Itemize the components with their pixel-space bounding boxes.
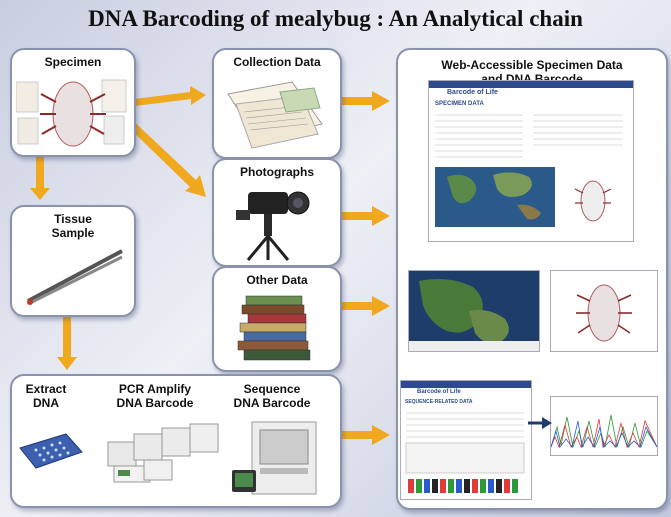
arrow-specimen-collection <box>134 86 206 106</box>
tissue-sample-label: Tissue Sample <box>51 212 95 240</box>
mealybug-detail-image <box>550 270 658 352</box>
sequence-page-header-bar <box>401 381 531 388</box>
collection-notebook-image <box>227 81 323 149</box>
pcr-amplify-label: PCR Amplify DNA Barcode <box>116 382 194 410</box>
specimen-page-content <box>435 114 623 227</box>
tissue-sample-box: Tissue Sample <box>10 205 136 317</box>
collection-data-box: Collection Data <box>212 48 342 159</box>
webpage-header-bar <box>429 81 633 88</box>
arrow-other-web <box>339 296 390 316</box>
sequence-data-webpage: Barcode of Life SEQUENCE-RELATED DATA <box>400 380 532 500</box>
other-data-label: Other Data <box>246 273 308 287</box>
map-detail-image <box>408 270 540 352</box>
mealybug-specimen-image <box>16 79 127 147</box>
sequencer-image <box>232 421 317 495</box>
collection-data-label: Collection Data <box>233 55 321 69</box>
webpage-site-name: Barcode of Life <box>447 89 498 96</box>
extract-dna-label: Extract DNA <box>25 382 67 410</box>
photographs-label: Photographs <box>240 165 314 179</box>
arrow-specimen-tissue <box>30 157 50 200</box>
lab-process-box: Extract DNA PCR Amplify DNA Barcode Sequ… <box>10 374 342 508</box>
arrow-sequence-web <box>339 425 390 445</box>
specimen-box: Specimen <box>10 48 136 157</box>
arrow-collection-web <box>339 91 390 111</box>
tweezers-image <box>27 249 123 305</box>
book-stack-image <box>237 295 311 361</box>
sequence-page-content <box>405 412 525 493</box>
chromatogram-image <box>550 396 658 456</box>
photographs-box: Photographs <box>212 158 342 267</box>
specimen-data-heading: SPECIMEN DATA <box>435 101 484 107</box>
arrow-tissue-extract <box>57 315 77 370</box>
specimen-data-webpage: Barcode of Life SPECIMEN DATA <box>428 80 634 242</box>
specimen-label: Specimen <box>44 55 102 69</box>
page-title: DNA Barcoding of mealybug : An Analytica… <box>88 6 583 31</box>
other-data-box: Other Data <box>212 266 342 372</box>
sequence-to-chromatogram-arrow <box>528 417 552 429</box>
sequence-data-heading: SEQUENCE-RELATED DATA <box>405 399 473 405</box>
sequence-page-site-name: Barcode of Life <box>417 389 461 395</box>
arrow-specimen-photographs <box>123 116 206 197</box>
sequence-barcode-label: Sequence DNA Barcode <box>233 382 311 410</box>
dna-plate-image <box>19 433 83 469</box>
arrow-photographs-web <box>339 206 390 226</box>
camera-microscope-image <box>236 191 310 261</box>
pcr-machines-image <box>107 423 219 483</box>
